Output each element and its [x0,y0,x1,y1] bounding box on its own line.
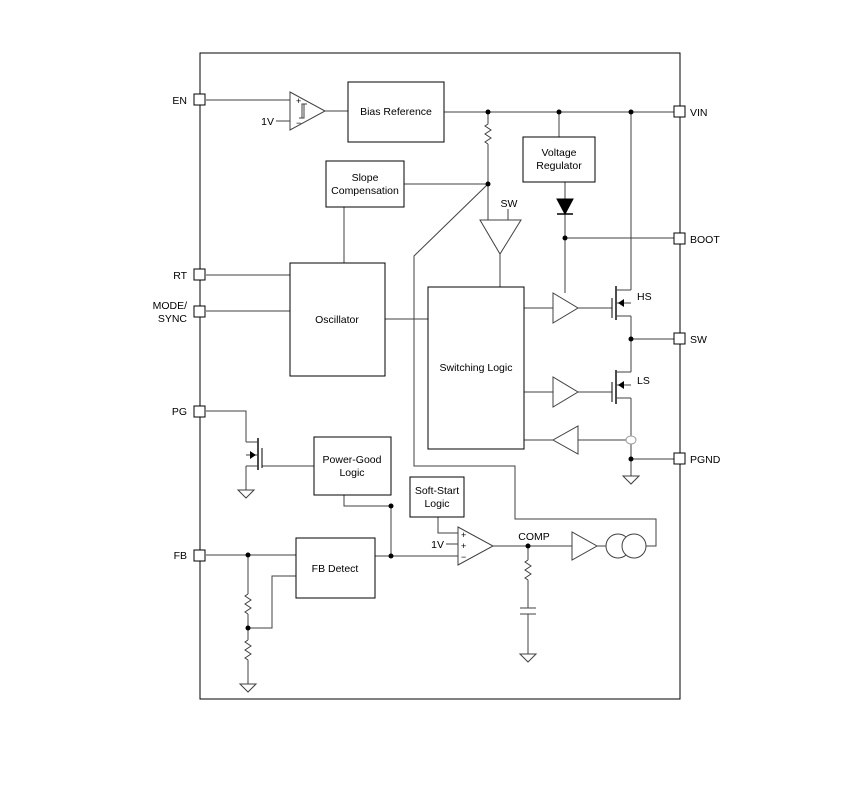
buffer-amplifier [571,531,599,561]
zero-cross-comparator [551,425,637,455]
error-amplifier: + + − 1V COMP [431,526,550,566]
switching-logic-block: Switching Logic [427,286,525,450]
pin-fb [193,549,206,562]
power-good-label-2: Logic [339,467,364,479]
pin-mode-sync [193,305,206,318]
ea-ref-label: 1V [431,539,444,551]
pin-rt-label: RT [173,270,187,282]
svg-text:+: + [461,541,466,551]
hs-gate-driver [552,292,579,324]
soft-start-label-1: Soft-Start [415,485,459,497]
fb-detect-label: FB Detect [312,563,359,575]
pin-pg-label: PG [172,406,187,418]
pin-vin-label: VIN [690,107,708,119]
voltage-reg-label-2: Regulator [536,160,582,172]
bias-reference-block: Bias Reference [347,81,445,143]
hs-mosfet: HS [611,286,652,320]
pin-pgnd [673,452,686,465]
ls-mosfet: LS [611,370,650,404]
pin-fb-label: FB [174,550,187,562]
pin-vin [673,105,686,118]
voltage-regulator-block: Voltage Regulator [522,136,596,183]
junctions [245,109,634,631]
soft-start-label-2: Logic [424,498,449,510]
bias-reference-label: Bias Reference [360,106,432,118]
hs-label: HS [637,291,652,303]
ls-gate-driver [552,376,579,408]
current-source [605,533,647,559]
voltage-reg-label-1: Voltage [541,147,576,159]
soft-start-logic-block: Soft-Start Logic [409,476,465,518]
pin-en-label: EN [172,95,187,107]
slope-compensation-block: Slope Compensation [325,160,405,208]
switching-logic-label: Switching Logic [440,362,513,374]
svg-text:+: + [296,96,301,106]
pin-sw [673,332,686,345]
sw-sense-label: SW [501,198,518,210]
svg-text:−: − [461,552,466,562]
current-sense-amp: SW [479,198,522,255]
comp-label: COMP [518,531,550,543]
oscillator-label: Oscillator [315,314,359,326]
svg-text:+: + [461,530,466,540]
pins: EN RT MODE/ SYNC PG FB VIN BOOT SW PGND [153,93,721,562]
slope-comp-label-2: Compensation [331,185,399,197]
fb-detect-block: FB Detect [295,537,376,599]
slope-comp-label-1: Slope [352,172,379,184]
oscillator-block: Oscillator [289,262,386,377]
pin-pg [193,405,206,418]
power-good-logic-block: Power-Good Logic [313,436,392,496]
ls-label: LS [637,375,650,387]
boot-diode [556,198,574,216]
pin-sync-label: SYNC [158,313,188,325]
pin-sw-label: SW [690,334,707,346]
pin-boot-label: BOOT [690,234,720,246]
pin-boot [673,232,686,245]
power-good-label-1: Power-Good [323,454,382,466]
pin-en [193,93,206,106]
svg-text:−: − [296,118,301,128]
enable-comparator: + − 1V [261,91,327,131]
pin-mode-label: MODE/ [153,300,188,312]
pin-rt [193,268,206,281]
pg-mosfet [246,438,263,470]
en-ref-label: 1V [261,116,274,128]
pin-pgnd-label: PGND [690,454,721,466]
ground-symbols [236,475,641,693]
